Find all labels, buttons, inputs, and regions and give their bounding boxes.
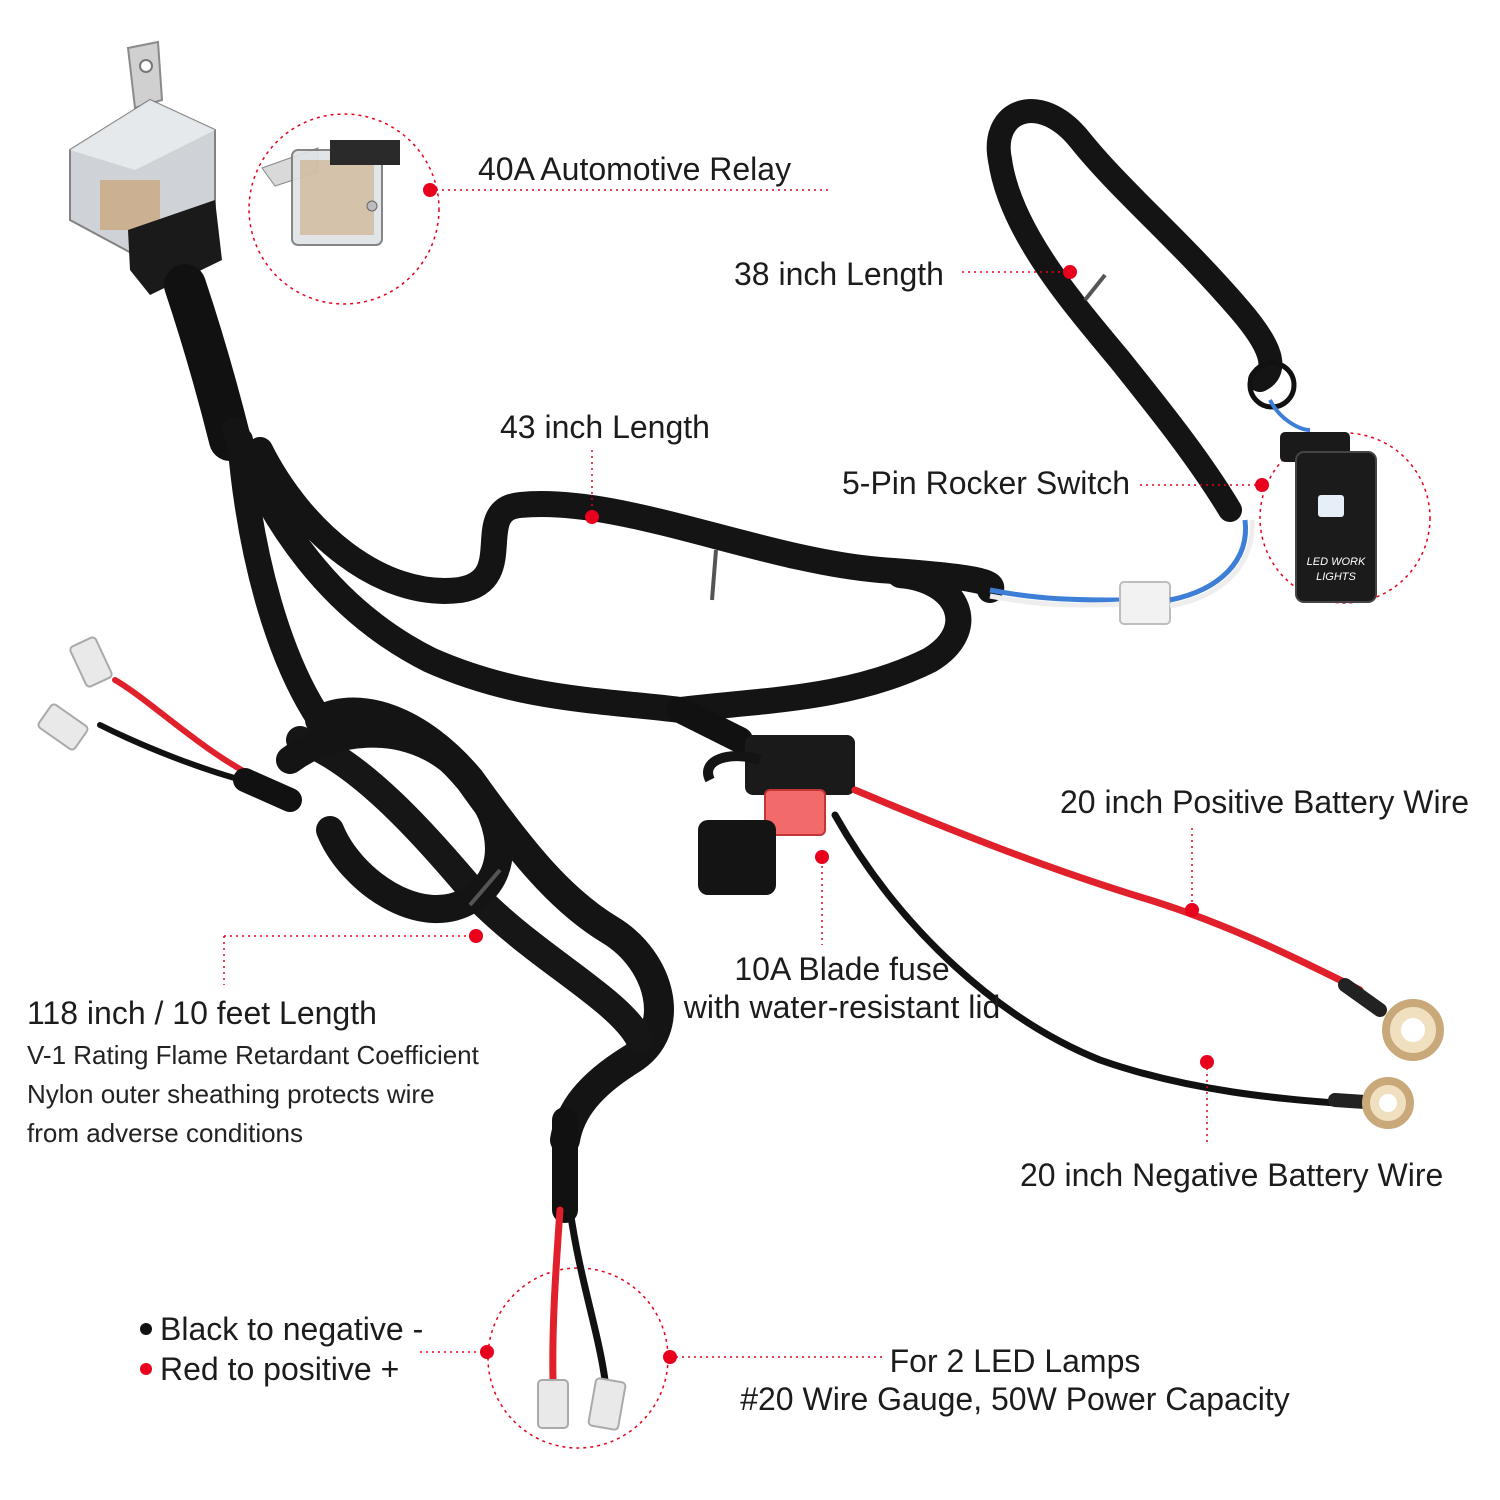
switch-connector [989, 360, 1311, 625]
red-bullet-icon [140, 1362, 152, 1375]
length-38-label: 38 inch Length [734, 256, 944, 292]
black-bullet-icon [140, 1322, 152, 1335]
positive-wire-dot [1185, 903, 1199, 917]
length-118-dot [469, 929, 483, 943]
negative-wire-dot [1200, 1055, 1214, 1069]
lamps-dot [663, 1350, 677, 1364]
rocker-dot [1255, 478, 1269, 492]
lamps-line2: #20 Wire Gauge, 50W Power Capacity [740, 1381, 1290, 1418]
rocker-switch: LED WORK LIGHTS [1280, 432, 1377, 603]
terminal-zoom-circle [487, 1267, 669, 1449]
main-cable-bundle [164, 99, 1283, 1223]
switch-label-line1: LED WORK [1307, 556, 1366, 568]
lamps-label: For 2 LED Lamps #20 Wire Gauge, 50W Powe… [720, 1342, 1310, 1419]
sheath-line2: Nylon outer sheathing protects wire [27, 1079, 435, 1109]
sheath-description: V-1 Rating Flame Retardant Coefficient N… [27, 1036, 479, 1153]
sheath-line1: V-1 Rating Flame Retardant Coefficient [27, 1040, 479, 1070]
fuse-holder [698, 735, 855, 895]
relay-dot [423, 183, 437, 197]
length-118-label: 118 inch / 10 feet Length [27, 995, 377, 1031]
fuse-dot [815, 850, 829, 864]
fuse-label-line2: with water-resistant lid [683, 989, 1001, 1026]
relay-body [69, 40, 222, 295]
lamps-line1: For 2 LED Lamps [889, 1343, 1141, 1379]
fuse-label-line1: 10A Blade fuse [734, 951, 950, 987]
length-43-dot [585, 510, 599, 524]
rule-dot [480, 1345, 494, 1359]
red-rule-text: Red to positive + [160, 1351, 400, 1387]
callout-leaders [223, 189, 1262, 1358]
cable-ties [468, 273, 1107, 907]
length-38-dot [1063, 265, 1077, 279]
positive-wire-label: 20 inch Positive Battery Wire [1060, 784, 1470, 820]
rocker-switch-label: 5-Pin Rocker Switch [842, 465, 1131, 501]
negative-wire-label: 20 inch Negative Battery Wire [1020, 1157, 1444, 1193]
sheath-line3: from adverse conditions [27, 1118, 304, 1148]
switch-label-line2: LIGHTS [1316, 571, 1356, 583]
relay-zoom-circle [248, 113, 440, 305]
upper-lamp-wires [37, 636, 302, 812]
fuse-label: 10A Blade fuse with water-resistant lid [682, 950, 1002, 1027]
relay-label: 40A Automotive Relay [478, 151, 792, 187]
length-43-label: 43 inch Length [500, 409, 710, 445]
black-rule-text: Black to negative - [160, 1311, 424, 1347]
battery-wires [831, 786, 1444, 1129]
black-rule: Black to negative - [140, 1310, 423, 1348]
callout-dots [423, 183, 1269, 1364]
lower-terminals [537, 1206, 627, 1431]
red-rule: Red to positive + [140, 1350, 399, 1388]
